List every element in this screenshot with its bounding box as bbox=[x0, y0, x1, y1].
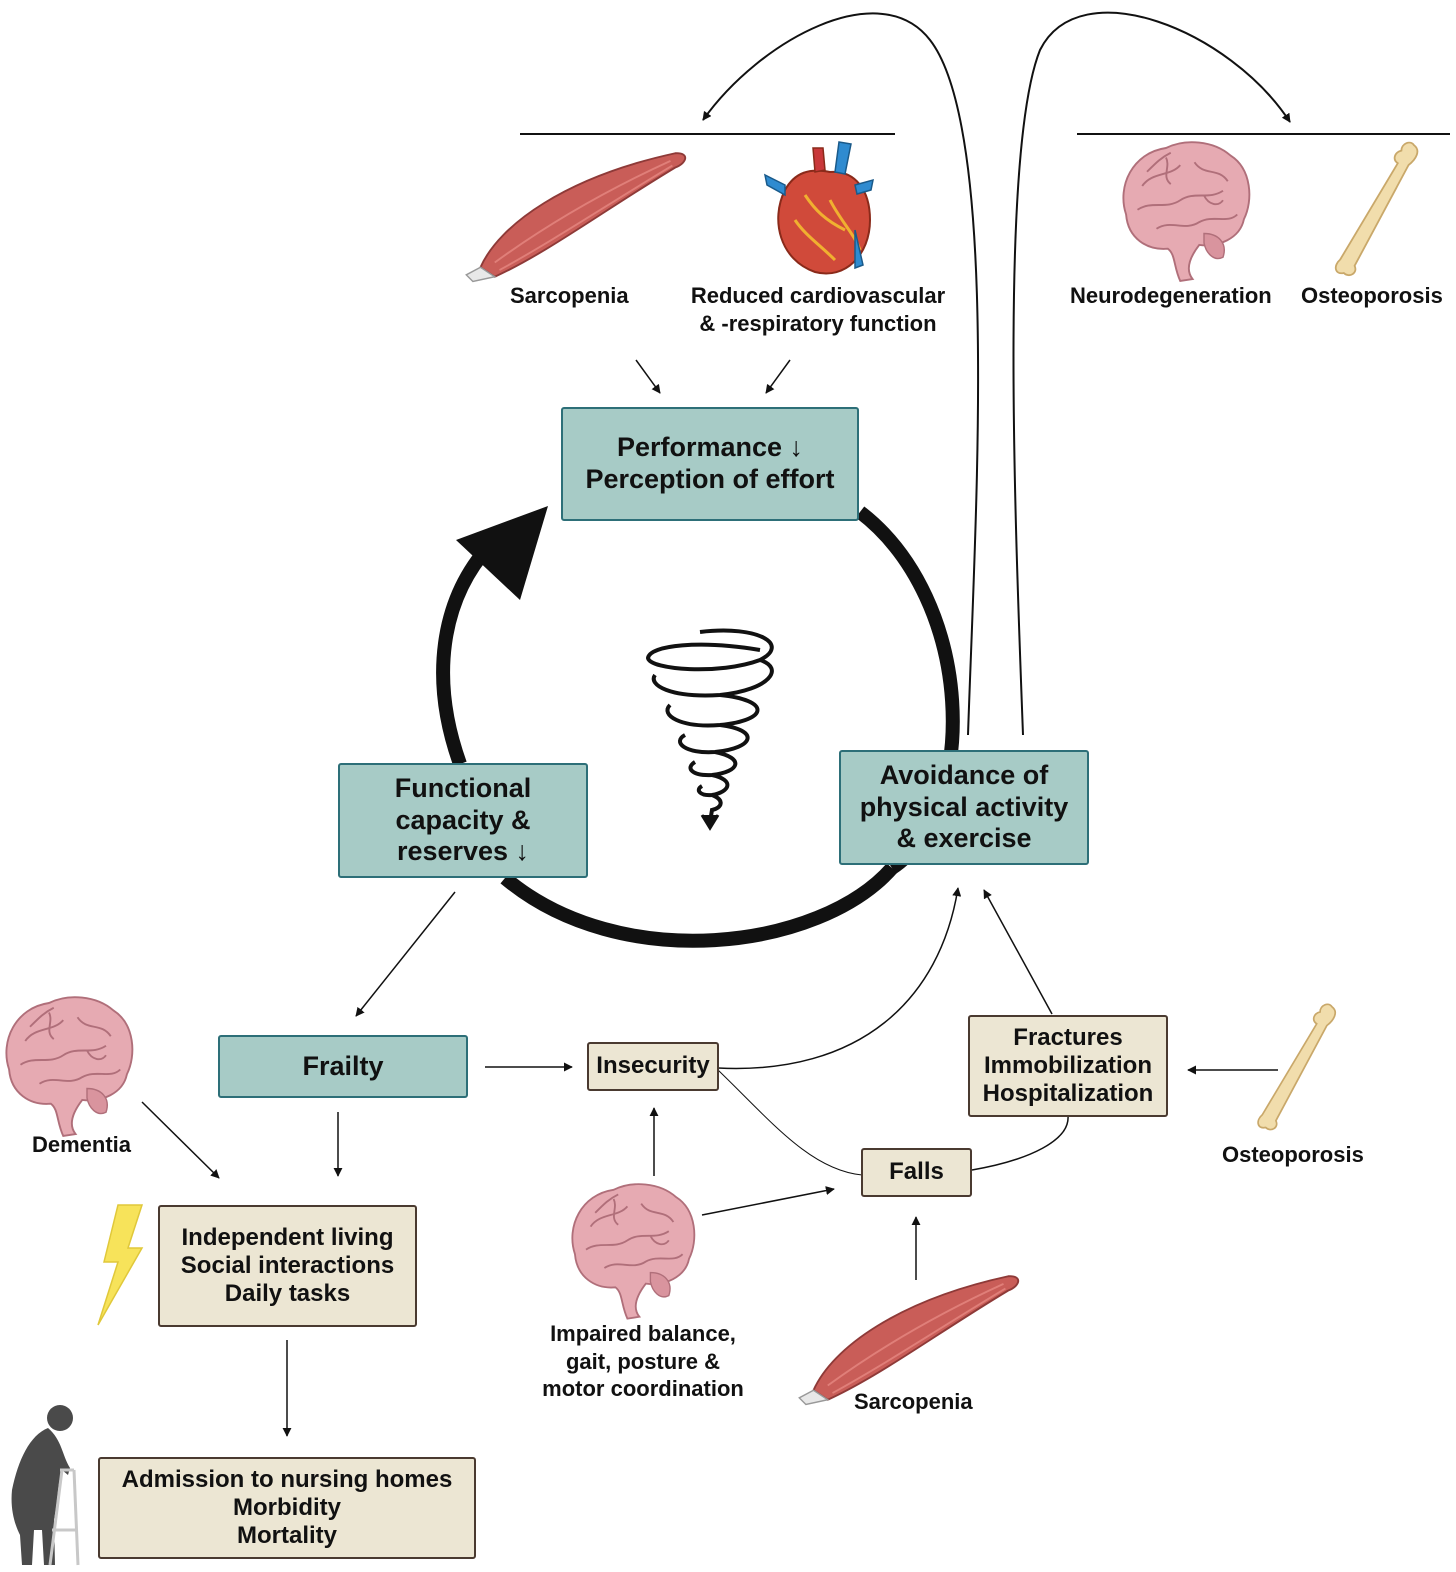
heart-icon bbox=[763, 141, 874, 275]
admission-line1: Admission to nursing homes bbox=[121, 1465, 453, 1493]
cardio-label-line2: & -respiratory function bbox=[699, 310, 937, 336]
arrow-balance-to-falls bbox=[701, 1186, 835, 1216]
balance-line1: Impaired balance, bbox=[550, 1321, 736, 1346]
performance-line2: Perception of effort bbox=[585, 464, 835, 494]
muscle-icon bbox=[798, 1275, 1020, 1406]
cycle-arc-bottom bbox=[500, 863, 898, 948]
independent-line3: Daily tasks bbox=[224, 1280, 351, 1308]
osteoporosis-label-top: Osteoporosis bbox=[1301, 283, 1443, 308]
fractures-box: Fractures Immobilization Hospitalization bbox=[968, 1015, 1168, 1117]
balance-line3: motor coordination bbox=[542, 1376, 744, 1401]
frailty-label: Frailty bbox=[302, 1050, 384, 1081]
performance-line1: Performance ↓ bbox=[616, 432, 804, 463]
lightning-icon bbox=[97, 1204, 144, 1326]
brain-icon bbox=[5, 996, 134, 1137]
arrow-cardio-to-performance bbox=[765, 359, 791, 394]
fractures-line2: Immobilization bbox=[984, 1051, 1152, 1079]
functional-line2: capacity & bbox=[395, 804, 531, 835]
functional-capacity-box: Functional capacity & reserves ↓ bbox=[338, 763, 588, 878]
arrow-dementia-to-independent bbox=[141, 1101, 220, 1179]
sarcopenia-label-top: Sarcopenia bbox=[510, 283, 629, 308]
neurodegeneration-label: Neurodegeneration bbox=[1070, 283, 1272, 308]
osteoporosis-label-bottom: Osteoporosis bbox=[1222, 1142, 1364, 1167]
independent-line1: Independent living bbox=[181, 1223, 394, 1251]
bone-icon bbox=[1334, 141, 1419, 277]
avoidance-line3: & exercise bbox=[896, 823, 1032, 854]
functional-line1: Functional bbox=[394, 772, 532, 803]
insecurity-label: Insecurity bbox=[596, 1052, 710, 1080]
independent-living-box: Independent living Social interactions D… bbox=[158, 1205, 417, 1327]
connector-falls-fractures bbox=[971, 1115, 1069, 1171]
dementia-label: Dementia bbox=[32, 1132, 132, 1157]
spiral-icon bbox=[645, 628, 774, 831]
brain-icon bbox=[1122, 141, 1251, 282]
muscle-icon bbox=[465, 152, 687, 283]
functional-line3: reserves ↓ bbox=[396, 836, 530, 867]
cycle-arc-left bbox=[436, 540, 496, 767]
sarcopenia-label-bottom: Sarcopenia bbox=[854, 1389, 973, 1414]
arrow-avoidance-to-neuro-group bbox=[1012, 11, 1291, 736]
admission-line2: Morbidity bbox=[233, 1493, 341, 1521]
avoidance-box: Avoidance of physical activity & exercis… bbox=[839, 750, 1089, 865]
cardio-label-line1: Reduced cardiovascular bbox=[690, 283, 946, 308]
falls-label: Falls bbox=[889, 1158, 944, 1186]
arrow-sarcopenia-to-performance bbox=[635, 359, 661, 394]
arrow-functional-to-frailty bbox=[355, 891, 456, 1017]
admission-line3: Mortality bbox=[236, 1522, 337, 1550]
brain-icon bbox=[571, 1183, 696, 1320]
frailty-box: Frailty bbox=[218, 1035, 468, 1098]
performance-box: Performance ↓ Perception of effort bbox=[561, 407, 859, 521]
avoidance-line2: physical activity bbox=[859, 791, 1069, 822]
admission-box: Admission to nursing homes Morbidity Mor… bbox=[98, 1457, 476, 1559]
arrow-avoidance-to-sarcopenia-group bbox=[702, 12, 980, 736]
independent-line2: Social interactions bbox=[180, 1251, 395, 1279]
elderly-walker-icon bbox=[11, 1405, 80, 1566]
falls-box: Falls bbox=[861, 1148, 972, 1197]
balance-line2: gait, posture & bbox=[565, 1348, 720, 1374]
connector-insecurity-falls bbox=[717, 1069, 863, 1176]
insecurity-box: Insecurity bbox=[587, 1042, 719, 1091]
fractures-line1: Fractures bbox=[1013, 1023, 1123, 1051]
arrow-fractures-to-avoidance bbox=[983, 889, 1053, 1015]
cycle-arrowhead bbox=[456, 506, 548, 600]
balance-label: Impaired balance, gait, posture & motor … bbox=[530, 1320, 756, 1403]
arrow-insecurity-to-avoidance bbox=[717, 887, 962, 1070]
cardio-label: Reduced cardiovascular & -respiratory fu… bbox=[684, 282, 952, 337]
fractures-line3: Hospitalization bbox=[982, 1080, 1154, 1108]
avoidance-line1: Avoidance of bbox=[879, 759, 1049, 790]
bone-icon bbox=[1257, 1003, 1337, 1131]
